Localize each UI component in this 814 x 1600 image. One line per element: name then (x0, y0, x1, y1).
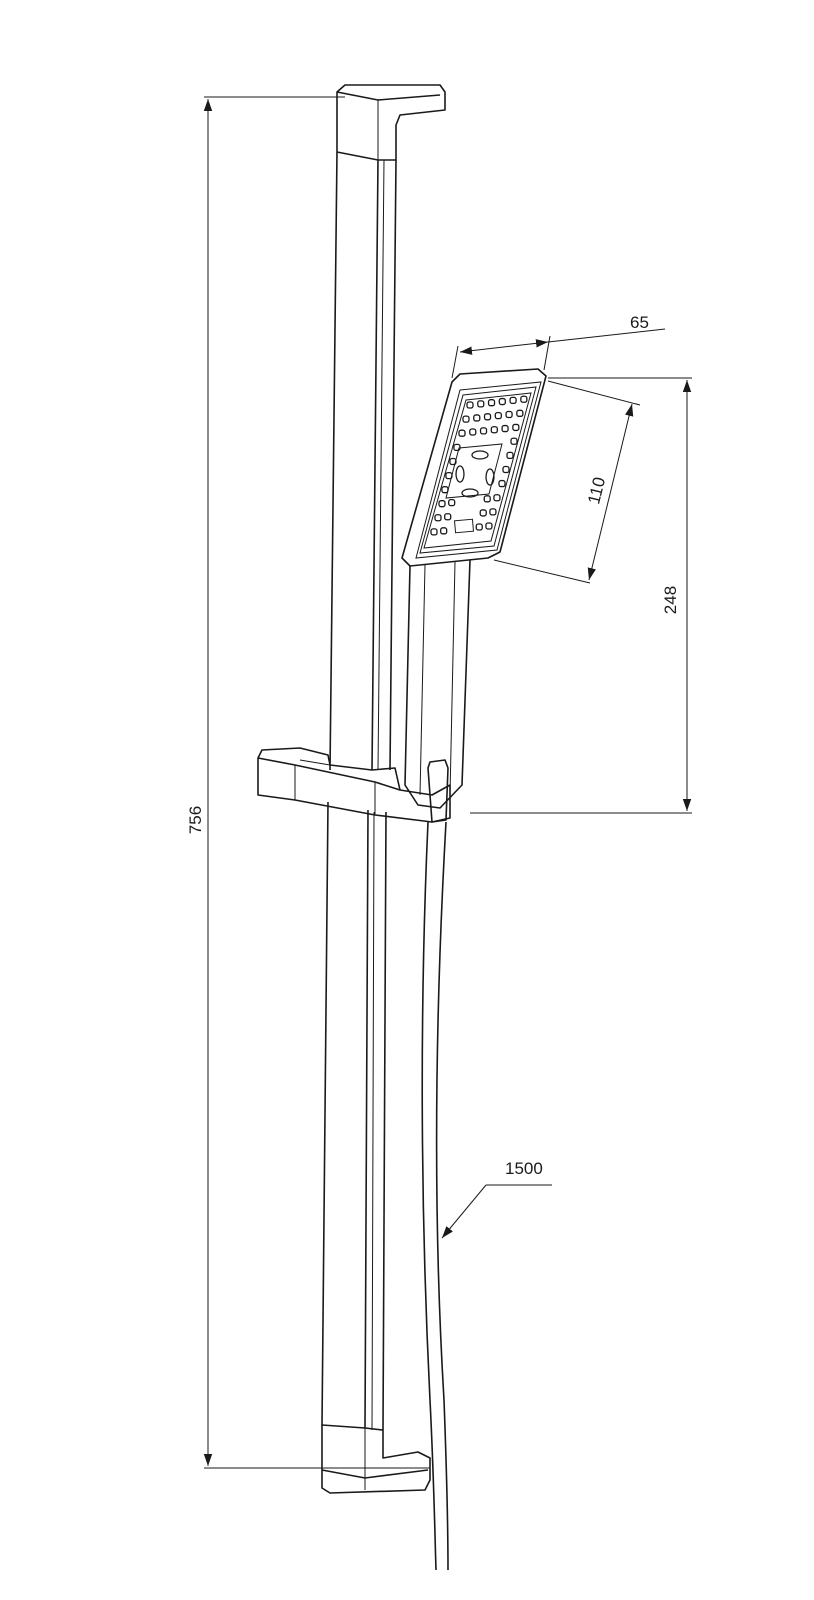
nozzle (520, 395, 528, 403)
dimension-label-110: 110 (584, 475, 609, 506)
nozzle (493, 494, 501, 502)
nozzle (445, 471, 453, 480)
nozzle (438, 500, 446, 508)
center-nozzle (485, 468, 495, 486)
nozzle (498, 397, 506, 406)
nozzle (477, 400, 485, 408)
nozzle (501, 424, 509, 433)
dimension-head-length: 110 (493, 380, 641, 584)
nozzle (483, 495, 491, 503)
dimension-label-65: 65 (630, 313, 649, 332)
nozzle (483, 413, 492, 421)
nozzle (469, 428, 477, 436)
shower-rail (257, 84, 451, 1494)
nozzle (509, 396, 517, 405)
dimension-rail-height: 756 (186, 96, 430, 1469)
nozzle (466, 401, 474, 409)
nozzle (449, 457, 457, 466)
dimension-head-width: 65 (451, 313, 666, 379)
nozzle (458, 429, 466, 437)
nozzle (485, 522, 493, 530)
center-nozzle (471, 450, 489, 460)
nozzle (510, 437, 518, 445)
dimension-hose-length: 1500 (441, 1159, 552, 1239)
shower-hose (421, 821, 449, 1571)
nozzle (479, 427, 488, 435)
nozzle (494, 411, 502, 420)
nozzle (498, 479, 506, 488)
nozzle (487, 399, 496, 407)
nozzle (444, 513, 452, 521)
center-nozzle (461, 488, 479, 498)
nozzle (441, 486, 449, 494)
nozzle (448, 498, 456, 507)
dimension-label-248: 248 (661, 586, 680, 614)
center-nozzle (455, 465, 465, 483)
nozzle (490, 426, 498, 434)
nozzle (479, 509, 487, 517)
nozzle (516, 409, 524, 417)
nozzle (505, 410, 513, 419)
spray-nozzles (430, 395, 528, 536)
nozzle (475, 523, 483, 531)
nozzle (473, 414, 481, 422)
nozzle (506, 451, 514, 460)
nozzle (502, 465, 510, 474)
dimension-label-1500: 1500 (505, 1159, 543, 1178)
dimension-label-756: 756 (186, 806, 205, 834)
nozzle (512, 423, 520, 432)
nozzle (434, 514, 442, 522)
dimension-head-to-slider: 248 (470, 377, 692, 814)
hand-shower (401, 368, 547, 823)
nozzle (489, 508, 497, 516)
nozzle (453, 443, 461, 452)
nozzle (462, 415, 470, 423)
nozzle (430, 528, 438, 536)
nozzle (440, 527, 448, 535)
